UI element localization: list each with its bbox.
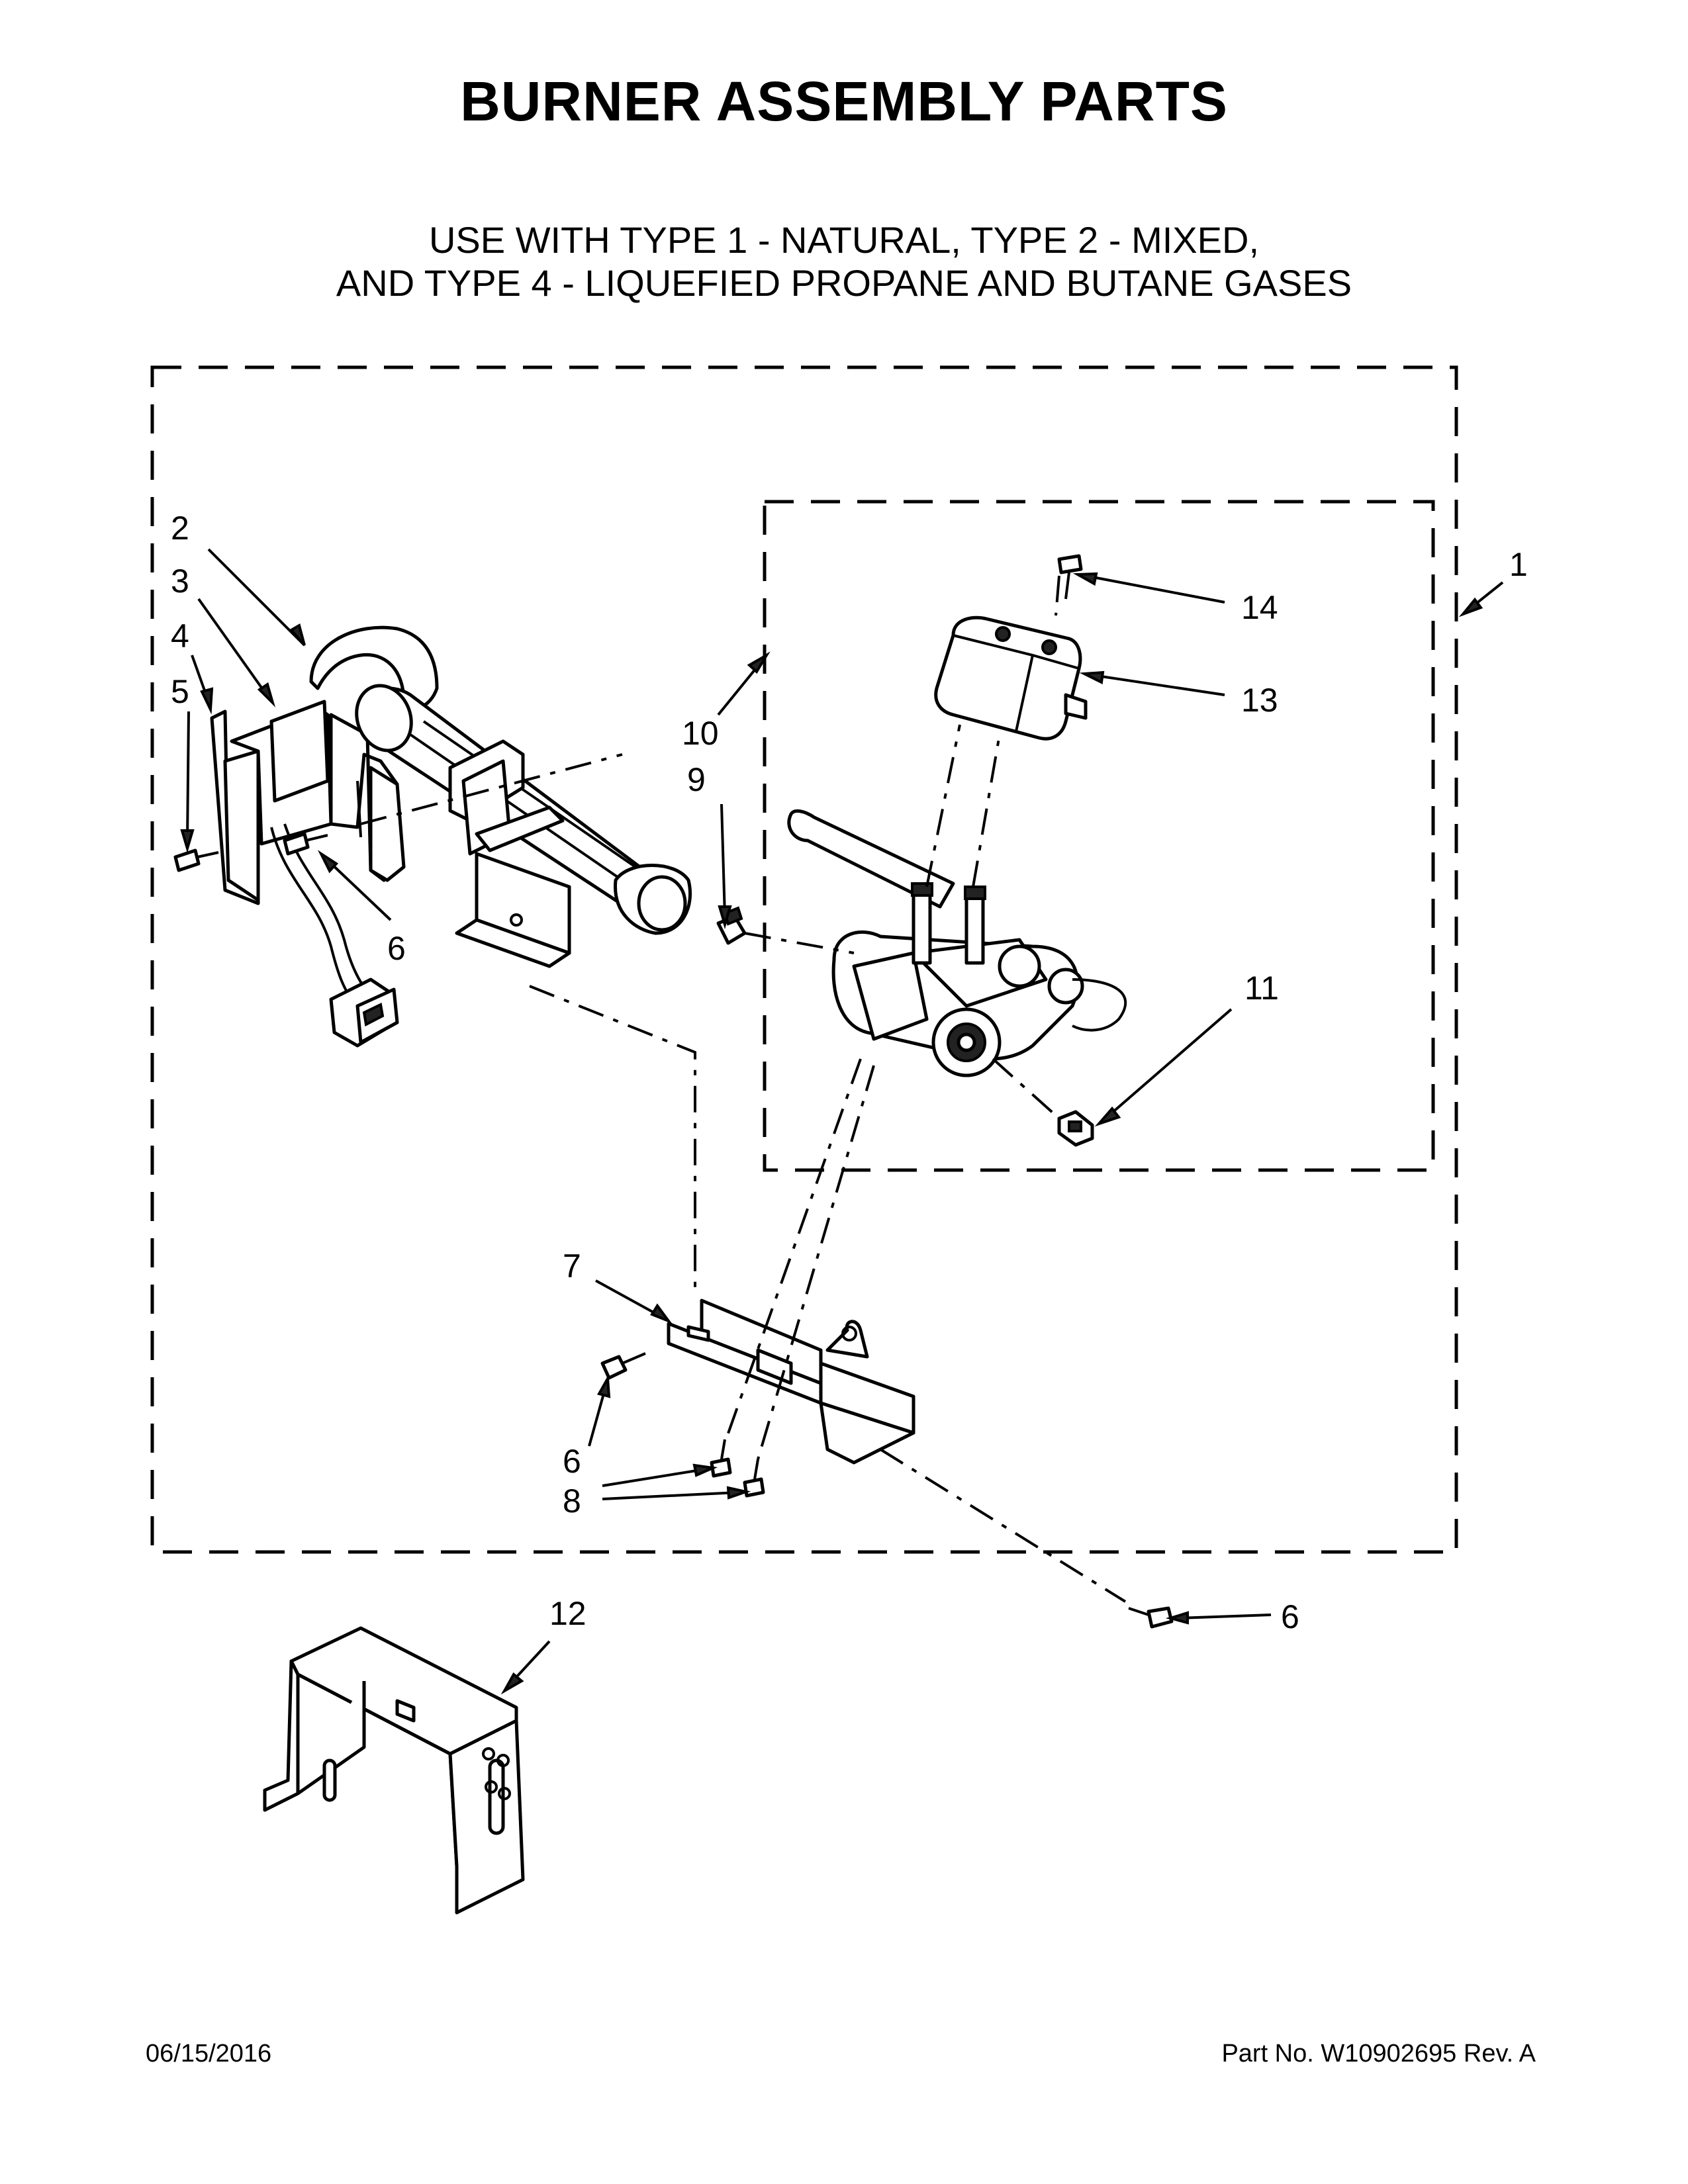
callout-13: 13 bbox=[1241, 682, 1278, 719]
screw-part-14 bbox=[1057, 554, 1083, 600]
assembly-boundary-outer bbox=[150, 365, 1458, 1554]
callout-9: 9 bbox=[687, 761, 706, 798]
footer-part-number: Part No. W10902695 Rev. A bbox=[1221, 2040, 1536, 2068]
screw-part-5 bbox=[173, 848, 219, 872]
screw-part-6-right bbox=[1128, 1606, 1174, 1629]
mounting-bracket bbox=[263, 1626, 525, 1915]
tube-bracket bbox=[448, 739, 565, 856]
callout-11: 11 bbox=[1244, 970, 1279, 1007]
lower-bracket bbox=[667, 1298, 915, 1465]
callout-6-upper: 6 bbox=[387, 930, 406, 967]
connector-plug bbox=[1057, 1110, 1094, 1147]
callout-6-lower: 6 bbox=[563, 1443, 581, 1480]
igniter-bracket bbox=[210, 700, 406, 905]
igniter-wire bbox=[270, 823, 399, 1048]
callout-8: 8 bbox=[563, 1482, 581, 1520]
footer-date: 06/15/2016 bbox=[146, 2040, 272, 2068]
gas-valve bbox=[787, 809, 1127, 1077]
subtitle-line-1: USE WITH TYPE 1 - NATURAL, TYPE 2 - MIXE… bbox=[428, 219, 1259, 261]
screw-part-8-right bbox=[743, 1459, 765, 1498]
callout-10: 10 bbox=[682, 715, 719, 752]
subtitle-line-2: AND TYPE 4 - LIQUEFIED PROPANE AND BUTAN… bbox=[336, 262, 1352, 304]
callout-1: 1 bbox=[1509, 546, 1528, 583]
callout-14: 14 bbox=[1241, 589, 1278, 626]
callout-5: 5 bbox=[171, 673, 189, 710]
valve-boundary-inner bbox=[763, 500, 1435, 1172]
callout-2: 2 bbox=[171, 510, 189, 547]
screw-part-6-upper bbox=[283, 832, 328, 856]
valve-coil bbox=[934, 615, 1088, 741]
page-title: BURNER ASSEMBLY PARTS bbox=[460, 70, 1228, 132]
screw-part-6-lower bbox=[600, 1352, 646, 1380]
callout-7: 7 bbox=[563, 1248, 581, 1285]
sensor-plate bbox=[455, 852, 571, 968]
callout-6-right: 6 bbox=[1281, 1598, 1299, 1635]
screw-part-8-left bbox=[710, 1439, 732, 1478]
callout-3: 3 bbox=[171, 563, 189, 600]
leader-arrows bbox=[180, 548, 1504, 1695]
callout-4: 4 bbox=[171, 617, 189, 655]
callout-12: 12 bbox=[549, 1595, 586, 1632]
